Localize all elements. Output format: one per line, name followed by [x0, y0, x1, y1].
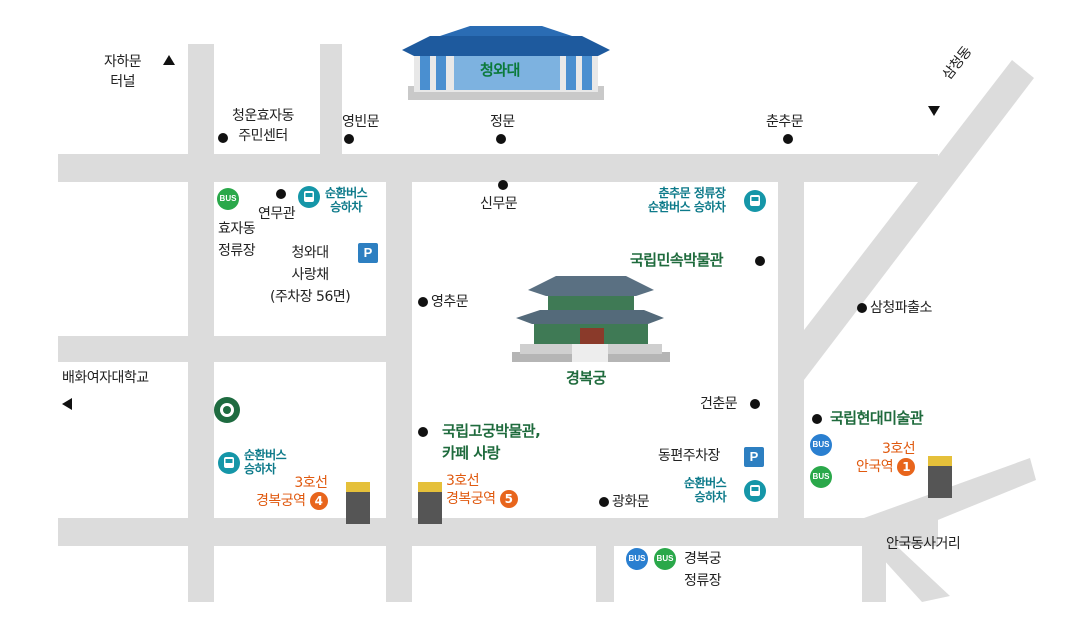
- exit-5-badge: 5: [499, 490, 518, 508]
- palace-museum-label: 국립고궁박물관, 카페 사랑: [442, 422, 541, 462]
- baehwa-arrow-icon: [62, 398, 72, 410]
- road-v-yeongbin: [320, 44, 342, 156]
- folk-museum-label: 국립민속박물관: [630, 251, 724, 269]
- bus-badge-south-green: BUS: [654, 548, 676, 570]
- gwanghwamun-dot: [599, 497, 609, 507]
- folk-museum-dot: [755, 256, 765, 266]
- bus-badge-south-blue: BUS: [626, 548, 648, 570]
- station-anguk-name: 안국역: [856, 459, 894, 475]
- bus-badge-anguk-blue: BUS: [810, 434, 832, 456]
- exit-4-badge: 4: [309, 492, 328, 510]
- blue-house-label: 청와대: [480, 61, 520, 79]
- palace-museum-dot: [418, 427, 428, 437]
- jeongmun-label: 정문: [490, 114, 515, 130]
- shuttle-bus-icon: [744, 480, 766, 502]
- jeongmun-dot: [496, 134, 506, 144]
- subway-exit-5-icon: [418, 482, 442, 524]
- yeongchumun-label: 영추문: [431, 294, 469, 310]
- shuttle-bus-icon: [744, 190, 766, 212]
- jahamun-arrow-icon: [163, 55, 175, 65]
- hyojadong-stop-label: 효자동 정류장: [218, 221, 256, 259]
- dongpyeon-parking-label: 동편주차장: [658, 448, 720, 464]
- road-v-palace-east: [778, 180, 804, 544]
- gwanghwamun-label: 광화문: [612, 494, 650, 510]
- bus-badge-hyoja: BUS: [217, 188, 239, 210]
- cheongun-center-label: 청운효자동 주민센터: [232, 108, 294, 144]
- gyeongbokgung-icon: [512, 276, 670, 362]
- jahamun-label: 자하문 터널: [104, 54, 142, 90]
- road-v-palace-west: [386, 180, 412, 602]
- yeonmugwan-label: 연무관: [258, 206, 296, 222]
- mmca-label: 국립현대미술관: [830, 409, 924, 427]
- parking-badge-dongpyeon: P: [744, 447, 764, 467]
- shuttle-stop-west-label: 순환버스 승하차: [244, 448, 287, 476]
- road-west-mid: [58, 336, 188, 362]
- gyeongbokgung-stop-label: 경복궁 정류장: [684, 551, 722, 589]
- geonchunmun-label: 건춘문: [700, 396, 738, 412]
- shuttle-stop-yeonmugwan-label: 순환버스 승하차: [325, 186, 368, 214]
- chunchumun-label: 춘추문: [766, 114, 804, 130]
- road-v-west: [188, 44, 214, 602]
- chunchumun-dot: [783, 134, 793, 144]
- shuttle-bus-icon: [218, 452, 240, 474]
- sinmumun-dot: [498, 180, 508, 190]
- subway-exit-1-icon: [928, 456, 952, 498]
- samcheong-police-dot: [857, 303, 867, 313]
- samcheong-arrow-icon: [928, 106, 940, 116]
- yeongbinmun-dot: [344, 134, 354, 144]
- yeonmugwan-dot: [276, 189, 286, 199]
- starbucks-icon: [214, 397, 240, 423]
- road-anguk-v: [862, 520, 886, 602]
- station-exit-4-line: 3호선: [294, 475, 328, 491]
- road-baehwa: [214, 336, 386, 362]
- baehwa-label: 배화여자대학교: [62, 370, 149, 386]
- blue-house-icon: [402, 26, 610, 100]
- station-exit-5-name: 경복궁역: [446, 491, 496, 507]
- station-anguk-line: 3호선: [881, 441, 916, 457]
- exit-1-badge: 1: [897, 458, 916, 476]
- geonchunmun-dot: [750, 399, 760, 409]
- gyeongbokgung-label: 경복궁: [566, 369, 606, 387]
- road-v-south-stop: [596, 544, 614, 602]
- shuttle-stop-chunchumun-label: 춘추문 정류장 순환버스 승하차: [648, 186, 726, 214]
- mmca-dot: [812, 414, 822, 424]
- samcheong-police-label: 삼청파출소: [870, 300, 932, 316]
- yeongchumun-dot: [418, 297, 428, 307]
- shuttle-stop-east-label: 순환버스 승하차: [684, 476, 727, 504]
- sinmumun-label: 신무문: [480, 196, 518, 212]
- sarangchae-label: 청와대 사랑채 (주차장 56면): [270, 245, 351, 305]
- parking-badge-sarangchae: P: [358, 243, 378, 263]
- cheongun-center-dot: [218, 133, 228, 143]
- station-exit-5-line: 3호선: [446, 473, 480, 489]
- subway-exit-4-icon: [346, 482, 370, 524]
- shuttle-bus-icon: [298, 186, 320, 208]
- station-exit-4-name: 경복궁역: [256, 493, 306, 509]
- anguk-intersection-label: 안국동사거리: [886, 536, 961, 552]
- road-diag-anguk-east: [864, 458, 1036, 546]
- road-diag-samcheong: [804, 60, 1034, 380]
- yeongbinmun-label: 영빈문: [342, 114, 380, 130]
- bus-badge-anguk-green: BUS: [810, 466, 832, 488]
